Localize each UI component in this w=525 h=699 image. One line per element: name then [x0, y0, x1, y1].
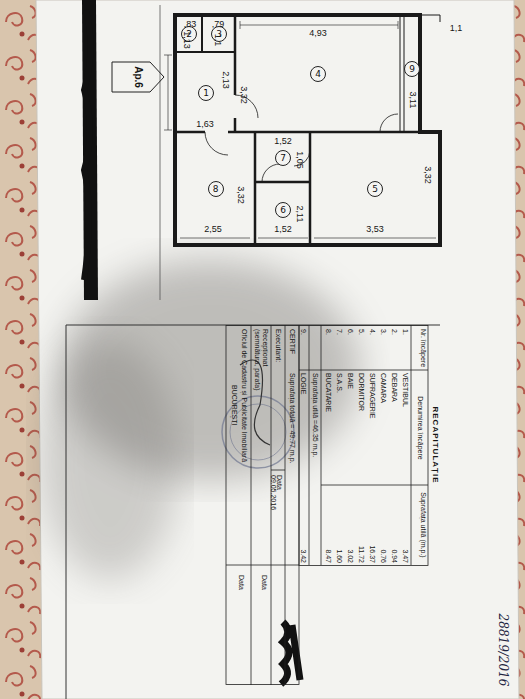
table-cell: Data — [237, 575, 245, 635]
callout-number: 1 — [198, 85, 214, 101]
dimension-label: 3,11 — [408, 92, 418, 109]
floor-plan-walls — [180, 238, 436, 239]
table-cell: S.A.S. — [336, 373, 344, 483]
dimension-label: 4,93 — [309, 28, 327, 38]
table-grid — [299, 325, 428, 565]
table-cell: 2. — [391, 329, 399, 369]
dimension-label: 1,1 — [213, 34, 223, 47]
floor-plan-walls — [175, 15, 440, 245]
table-cell: BUCUREȘTI — [230, 385, 238, 495]
room-area: 9 — [405, 17, 419, 130]
floor-plan-walls — [400, 15, 404, 132]
callout-number: 8 — [208, 181, 224, 197]
dimension-label: 3,32 — [239, 86, 249, 104]
table-cell: 16.37 — [369, 487, 377, 563]
dimension-label: 2,11 — [295, 206, 305, 223]
callout-number: 4 — [310, 66, 326, 82]
callout-number: 6 — [275, 202, 291, 218]
floor-plan-walls — [164, 15, 440, 245]
paper-sheet — [36, 0, 519, 699]
table-grid — [299, 326, 428, 566]
recap-table: RECAPITULAȚIE Nr. încăpereDenumirea încăp… — [225, 325, 440, 685]
dimension-label: 2,13 — [221, 71, 231, 89]
table-cell: DEBARA — [391, 373, 399, 483]
table-cell: DORMITOR — [358, 373, 366, 483]
dimension-label: 1,52 — [274, 136, 292, 146]
floor-plan-walls — [240, 21, 398, 29]
dimension-label: 1,52 — [274, 224, 292, 234]
table-cell: (semnătura, parafa) — [253, 329, 261, 449]
dimension-label: 3,32 — [236, 186, 246, 204]
room-area: 1 — [178, 55, 234, 130]
table-cell: Executant: — [274, 329, 282, 419]
redaction — [281, 622, 300, 684]
redaction — [82, 0, 98, 300]
callout-number: 5 — [367, 181, 383, 197]
dimension-label: ,79 — [212, 19, 225, 29]
table-cell: 1. — [402, 329, 410, 369]
dimension-label: 3,53 — [366, 224, 384, 234]
table-cell: 8. — [325, 329, 333, 369]
table-cell: 09.05.2016 — [269, 475, 277, 555]
table-cell: 3. — [380, 329, 388, 369]
table-grid — [226, 325, 428, 685]
table-cell: VESTIBUL — [402, 373, 410, 483]
apartment-tag: Ap.6 — [133, 66, 143, 88]
frame-line — [160, 5, 161, 300]
table-cell: RECAPITULAȚIE — [431, 325, 439, 565]
table-cell: BAIE — [347, 373, 355, 483]
entrance-arrow — [112, 62, 164, 92]
table-cell: 0.76 — [380, 487, 388, 563]
table-cell: 0.94 — [391, 487, 399, 563]
table-cell: Oficiul de Cadastru și Publicitate Imobi… — [240, 329, 248, 559]
dimension-label: 1,05 — [295, 151, 305, 169]
table-cell: 1.60 — [336, 487, 344, 563]
table-cell: 7. — [336, 329, 344, 369]
table-cell: CAMARA — [380, 373, 388, 483]
table-cell: Suprafața utilă =46.35 m.p. — [311, 373, 319, 563]
dimension-label: 1,13 — [182, 31, 192, 49]
frame-line — [66, 325, 67, 699]
floor-plan-walls — [175, 15, 235, 52]
table-cell: Suprafața utilă (m.p.) — [419, 487, 427, 563]
table-cell: CERTIF — [288, 329, 296, 369]
table-cell: Denumirea încăpere — [416, 372, 424, 484]
table-cell: 3.02 — [347, 487, 355, 563]
table-cell: SUFRAGERIE — [369, 373, 377, 483]
floor-plan-walls — [205, 95, 398, 182]
dimension-label: 1,63 — [196, 119, 214, 129]
floor-plan-walls — [234, 15, 237, 132]
table-cell: Recepționat — [261, 329, 269, 439]
table-cell: 9. — [300, 329, 308, 369]
table-cell: 5. — [358, 329, 366, 369]
dimension-label: 1,1 — [450, 23, 463, 33]
dimension-label: 3,32 — [423, 166, 433, 184]
redaction — [84, 10, 91, 280]
table-cell: Suprafața totală = 49.77 m.p. — [288, 373, 296, 563]
table-cell: 11.72 — [358, 487, 366, 563]
handwritten-number: 28819/2016 — [496, 614, 510, 687]
stamp — [230, 404, 286, 460]
table-cell: 3.42 — [300, 487, 308, 563]
floor-plan-walls — [255, 132, 310, 245]
table-cell: 6. — [347, 329, 355, 369]
table-grid — [226, 326, 299, 685]
floor-plan-walls — [175, 131, 420, 134]
dimension-label: 2,55 — [204, 224, 222, 234]
hand-shadow — [40, 340, 180, 580]
table-grid — [226, 325, 299, 685]
floor-plan-walls — [420, 15, 440, 22]
table-cell: 8.47 — [325, 487, 333, 563]
table-cell: 3.47 — [402, 487, 410, 563]
table-cell: Nr. încăpere — [419, 327, 427, 369]
callout-number: 7 — [275, 150, 291, 166]
callout-number: 9 — [404, 61, 420, 77]
table-cell: LOGIE — [300, 373, 308, 483]
dimension-label: ,83 — [184, 19, 197, 29]
table-cell: 4. — [369, 329, 377, 369]
table-cell: Data — [260, 575, 268, 635]
table-cell: BUCATARIE — [325, 373, 333, 483]
floor-plan-walls — [164, 55, 172, 130]
